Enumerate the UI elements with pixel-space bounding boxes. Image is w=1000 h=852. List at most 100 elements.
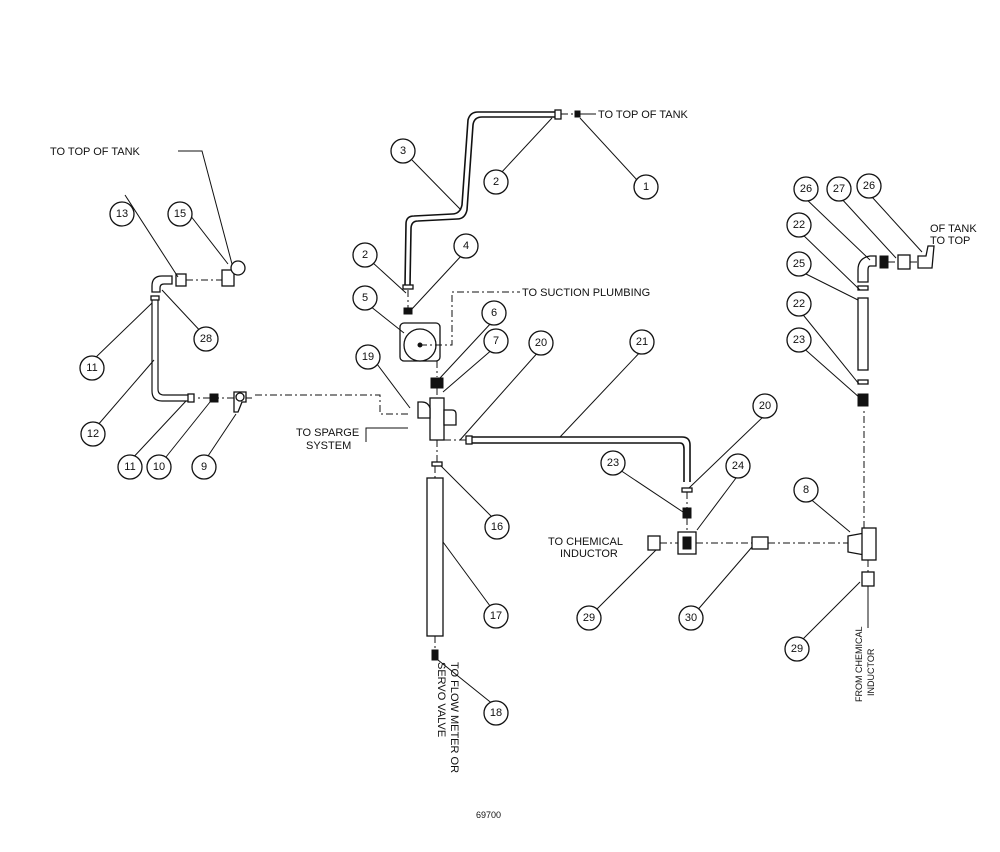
svg-text:27: 27 bbox=[833, 183, 845, 195]
svg-text:1: 1 bbox=[643, 181, 649, 193]
svg-text:21: 21 bbox=[636, 336, 648, 348]
label-inductor-left: INDUCTOR bbox=[560, 548, 618, 560]
clamp-20-lower bbox=[681, 487, 693, 493]
callout-6: 6 bbox=[481, 300, 507, 326]
hose-17 bbox=[426, 477, 444, 637]
elbow-top bbox=[857, 255, 877, 283]
svg-text:3: 3 bbox=[400, 145, 406, 157]
callout-23a: 23 bbox=[600, 450, 626, 476]
label-to-sparge: TO SPARGE bbox=[296, 427, 359, 439]
callout-24: 24 bbox=[725, 453, 751, 479]
svg-text:23: 23 bbox=[607, 457, 619, 469]
clamp-26 bbox=[879, 255, 889, 269]
hose-12 bbox=[157, 300, 188, 396]
svg-text:26: 26 bbox=[863, 180, 875, 192]
svg-text:28: 28 bbox=[200, 333, 212, 345]
valve-15 bbox=[221, 269, 235, 287]
callout-27: 27 bbox=[826, 176, 852, 202]
label-inductor-right: INDUCTOR bbox=[866, 648, 876, 696]
svg-text:12: 12 bbox=[87, 428, 99, 440]
svg-text:2: 2 bbox=[362, 249, 368, 261]
svg-text:11: 11 bbox=[86, 362, 97, 374]
callout-30: 30 bbox=[678, 605, 704, 631]
callout-1: 1 bbox=[633, 174, 659, 200]
svg-text:16: 16 bbox=[491, 521, 503, 533]
hose-25 bbox=[857, 297, 869, 371]
label-to-top: TO TOP bbox=[930, 235, 970, 247]
plug-29 bbox=[647, 535, 661, 551]
svg-text:22: 22 bbox=[793, 298, 805, 310]
svg-text:20: 20 bbox=[759, 400, 771, 412]
label-to-suction-plumbing: TO SUCTION PLUMBING bbox=[522, 287, 650, 299]
callout-bubbles: 1 2 3 2 4 5 6 7 19 20 21 20 23 24 8 29 3… bbox=[79, 138, 882, 726]
label-of-tank: OF TANK bbox=[930, 223, 977, 235]
label-to-flow-meter: TO FLOW METER OR bbox=[448, 662, 460, 773]
svg-text:19: 19 bbox=[362, 351, 374, 363]
callout-26a: 26 bbox=[793, 176, 819, 202]
callout-leaders bbox=[92, 117, 923, 706]
label-to-top-of-tank-left: TO TOP OF TANK bbox=[50, 146, 141, 158]
svg-text:20: 20 bbox=[535, 337, 547, 349]
tee-fitting bbox=[429, 397, 445, 441]
svg-text:8: 8 bbox=[803, 484, 809, 496]
fitting-23-right bbox=[857, 393, 869, 407]
fitting-1 bbox=[574, 110, 581, 118]
callout-19: 19 bbox=[355, 344, 381, 370]
callout-26b: 26 bbox=[856, 173, 882, 199]
callout-29b: 29 bbox=[784, 636, 810, 662]
callout-7: 7 bbox=[483, 328, 509, 354]
svg-text:10: 10 bbox=[153, 461, 165, 473]
label-from-chemical: FROM CHEMICAL bbox=[854, 626, 864, 702]
elbow-19 bbox=[417, 401, 431, 419]
svg-text:2: 2 bbox=[493, 176, 499, 188]
callout-8: 8 bbox=[793, 477, 819, 503]
callout-2b: 2 bbox=[352, 242, 378, 268]
label-to-chemical: TO CHEMICAL bbox=[548, 536, 623, 548]
callout-29a: 29 bbox=[576, 605, 602, 631]
svg-text:4: 4 bbox=[463, 240, 469, 252]
callout-25: 25 bbox=[786, 251, 812, 277]
callout-22a: 22 bbox=[786, 212, 812, 238]
label-sparge-system: SYSTEM bbox=[306, 440, 351, 452]
label-servo-valve: SERVO VALVE bbox=[435, 662, 447, 737]
callout-9: 9 bbox=[191, 454, 217, 480]
plug-29-right bbox=[861, 571, 875, 587]
fitting-30 bbox=[751, 536, 769, 550]
callout-17: 17 bbox=[483, 603, 509, 629]
callout-3: 3 bbox=[390, 138, 416, 164]
callout-22b: 22 bbox=[786, 291, 812, 317]
callout-20b: 20 bbox=[752, 393, 778, 419]
callout-11b: 11 bbox=[117, 454, 143, 480]
callout-28: 28 bbox=[193, 326, 219, 352]
svg-text:22: 22 bbox=[793, 219, 805, 231]
svg-text:24: 24 bbox=[732, 460, 744, 472]
svg-text:29: 29 bbox=[791, 643, 803, 655]
elbow-28 bbox=[151, 275, 173, 293]
svg-text:15: 15 bbox=[174, 208, 186, 220]
drawing-number: 69700 bbox=[476, 810, 501, 820]
fitting-27 bbox=[897, 254, 911, 270]
svg-text:26: 26 bbox=[800, 183, 812, 195]
fitting-10 bbox=[209, 393, 219, 403]
callout-4: 4 bbox=[453, 233, 479, 259]
callout-23b: 23 bbox=[786, 327, 812, 353]
svg-text:29: 29 bbox=[583, 612, 595, 624]
clamp-20 bbox=[465, 435, 473, 445]
clamp-11-upper bbox=[150, 295, 160, 301]
callout-2a: 2 bbox=[483, 169, 509, 195]
fitting-23 bbox=[682, 507, 692, 519]
hose-3 bbox=[404, 111, 556, 286]
svg-text:17: 17 bbox=[490, 610, 502, 622]
svg-text:6: 6 bbox=[491, 307, 497, 319]
callout-18: 18 bbox=[483, 700, 509, 726]
svg-text:30: 30 bbox=[685, 612, 697, 624]
callout-11a: 11 bbox=[79, 355, 105, 381]
elbow-26 bbox=[917, 245, 935, 269]
callout-13: 13 bbox=[109, 201, 135, 227]
callout-20a: 20 bbox=[528, 330, 554, 356]
clamp-22-lower bbox=[857, 379, 869, 385]
svg-text:25: 25 bbox=[793, 258, 805, 270]
hose-21 bbox=[472, 436, 691, 482]
callout-15: 15 bbox=[167, 201, 193, 227]
